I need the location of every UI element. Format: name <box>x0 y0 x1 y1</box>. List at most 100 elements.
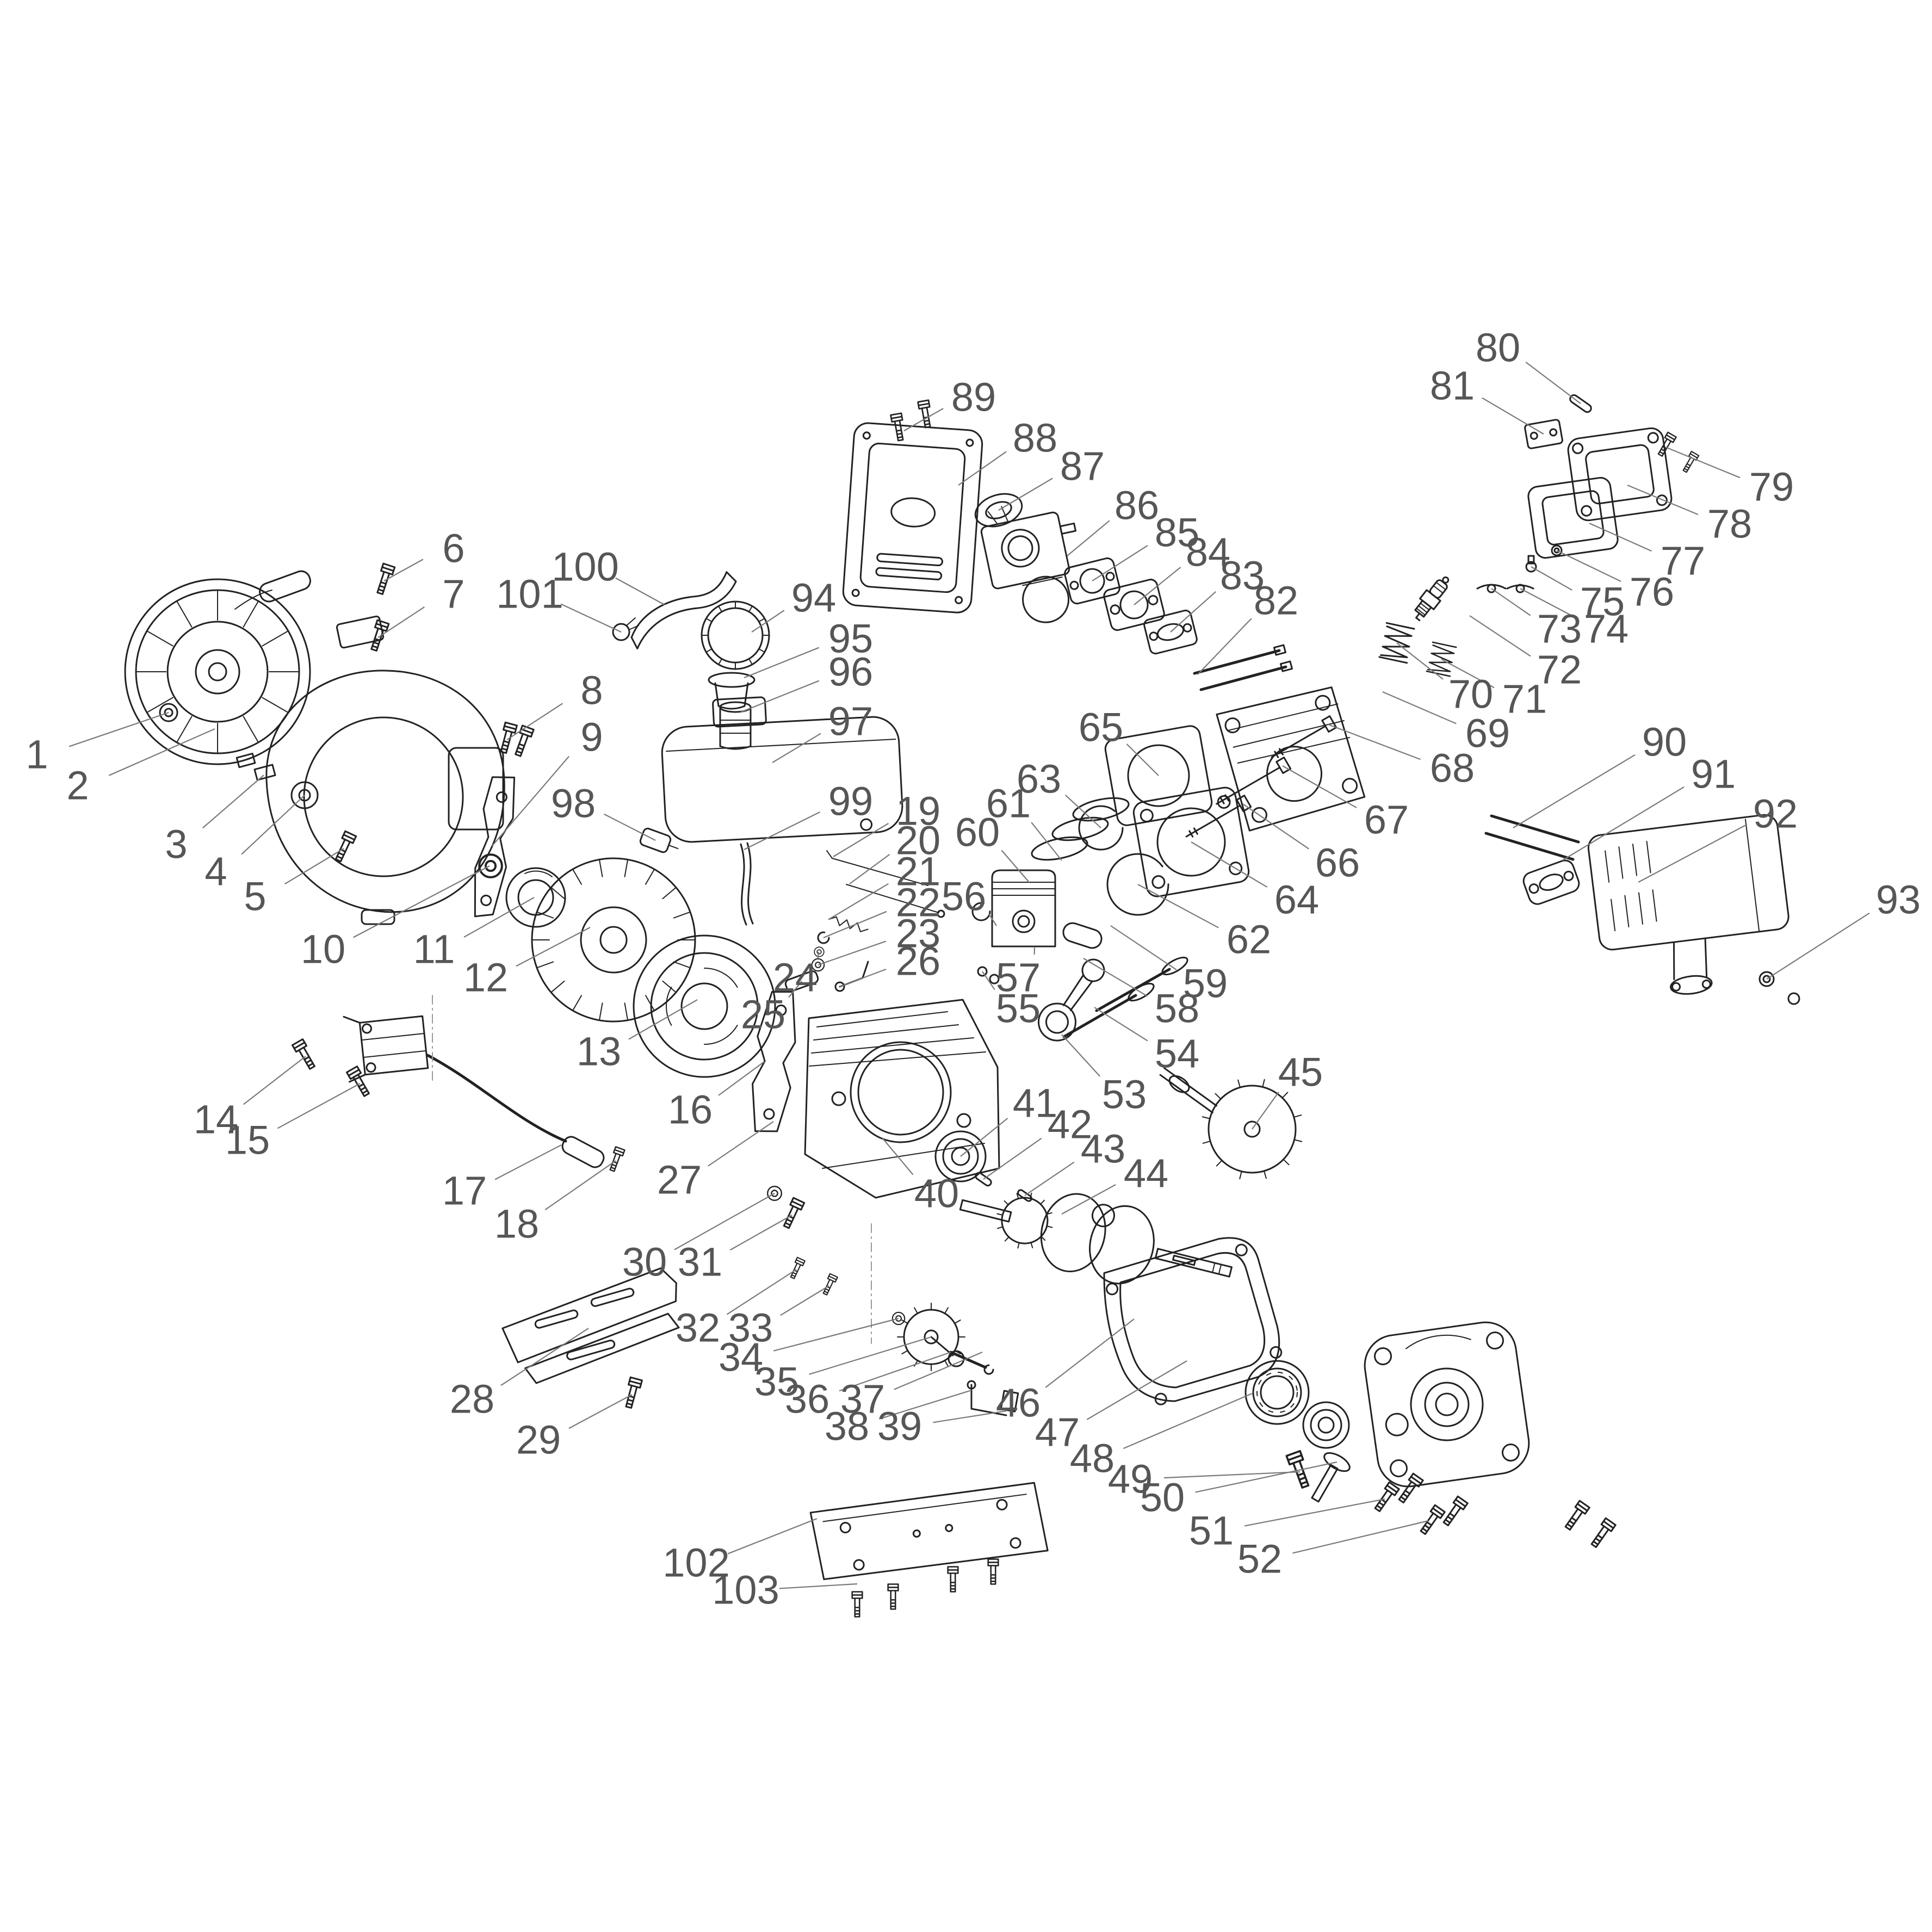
leader-line <box>1562 786 1685 861</box>
callout-label: 23 <box>896 911 940 956</box>
leader-line <box>1513 754 1636 828</box>
leader-line <box>544 1160 616 1211</box>
leader-line <box>492 756 569 846</box>
valve-cover <box>1567 427 1673 522</box>
cover-screw <box>890 412 907 442</box>
leader-line <box>1556 550 1621 582</box>
callout-label: 92 <box>1753 791 1798 837</box>
callout-label: 41 <box>1013 1081 1057 1126</box>
leader-line <box>1195 1461 1337 1493</box>
callout-label: 14 <box>194 1097 238 1142</box>
washer <box>478 853 503 878</box>
leader-line <box>568 1394 633 1429</box>
callout-label: 18 <box>494 1202 539 1247</box>
leader-line <box>751 610 785 633</box>
callout-label: 46 <box>996 1380 1041 1426</box>
callout-label: 51 <box>1189 1508 1234 1553</box>
leader-line <box>1520 588 1576 618</box>
callout-label: 91 <box>1691 752 1736 797</box>
valve-cover-gasket <box>1527 476 1619 559</box>
leader-line <box>780 1285 829 1316</box>
leader-line <box>500 1328 589 1386</box>
callout-label: 65 <box>1079 705 1123 750</box>
leader-line <box>833 822 889 857</box>
cover-bolt <box>1395 1472 1424 1506</box>
leader-line <box>729 1215 792 1251</box>
leader-line <box>894 1351 983 1390</box>
callout-label: 17 <box>442 1168 487 1213</box>
callout-label: 78 <box>1707 501 1752 547</box>
leader-line <box>243 1056 306 1105</box>
recoil-starter <box>124 578 311 765</box>
callout-label: 9 <box>580 715 603 760</box>
leader-line <box>615 577 665 605</box>
in-tank-filter <box>639 827 679 853</box>
leader-line <box>1525 362 1581 404</box>
leader-line <box>1197 618 1252 675</box>
ball-bearing <box>1244 1360 1310 1425</box>
leader-line <box>1094 1007 1148 1042</box>
leader-line <box>277 1083 361 1129</box>
leader-line <box>1627 484 1699 516</box>
fuel-tank <box>661 696 903 843</box>
leader-line <box>809 1336 932 1375</box>
head-bolt <box>1271 715 1337 758</box>
leader-line <box>903 407 944 431</box>
callout-label: 34 <box>719 1335 763 1380</box>
callout-label: 77 <box>1661 538 1705 584</box>
leader-line <box>1328 723 1421 760</box>
muffler-studs <box>1484 814 1580 861</box>
callout-label: 48 <box>1070 1436 1114 1481</box>
leader-line <box>1110 925 1177 970</box>
callout-label: 82 <box>1254 578 1298 623</box>
callout-label: 103 <box>712 1568 779 1613</box>
camshaft <box>1159 1067 1303 1180</box>
callout-label: 54 <box>1155 1031 1199 1076</box>
exhaust-gasket <box>974 493 1023 528</box>
starter-pawl-parts <box>159 562 396 864</box>
callout-label: 60 <box>955 810 1000 855</box>
callout-label: 102 <box>662 1540 729 1586</box>
parts-layer <box>124 394 1800 1618</box>
callout-label: 66 <box>1315 840 1360 886</box>
leader-line <box>1396 642 1444 680</box>
spark-plug-wire <box>426 1054 567 1143</box>
leader-line <box>1061 1184 1116 1215</box>
leader-line <box>202 775 264 829</box>
oil-seal <box>934 1130 987 1182</box>
leader-line <box>516 927 591 967</box>
circlip <box>1078 805 1124 851</box>
valve <box>1062 982 1155 1038</box>
cover-bolt <box>1562 1500 1590 1533</box>
callout-label: 72 <box>1537 647 1582 692</box>
tube-clamp <box>612 617 639 641</box>
leader-line <box>817 951 820 958</box>
muffler <box>1587 814 1789 995</box>
cylinder-block <box>804 999 1000 1199</box>
callout-label: 29 <box>516 1417 561 1463</box>
leader-line <box>1292 1520 1429 1554</box>
callout-label: 35 <box>754 1359 799 1404</box>
fuel-line <box>740 842 754 926</box>
leader-line <box>1469 615 1531 657</box>
leader-line <box>1126 744 1159 776</box>
leader-line <box>1244 1498 1385 1527</box>
callout-label: 95 <box>828 616 873 661</box>
crank-seal <box>1302 1401 1350 1449</box>
callout-label: 58 <box>1155 986 1199 1031</box>
small-screw <box>788 1256 806 1280</box>
muffler-nut <box>1758 971 1800 1005</box>
leader-line <box>674 1193 775 1250</box>
leader-line <box>560 603 622 633</box>
callout-label: 83 <box>1220 553 1265 598</box>
callout-label: 16 <box>668 1087 713 1132</box>
callout-label: 88 <box>1013 416 1057 461</box>
callout-label: 84 <box>1186 530 1230 575</box>
callout-label: 69 <box>1465 711 1510 756</box>
callout-label: 1 <box>26 732 48 777</box>
callout-label: 37 <box>840 1377 885 1422</box>
callout-label: 98 <box>551 781 596 826</box>
leader-lines <box>69 362 1870 1589</box>
fan-housing <box>265 670 505 925</box>
